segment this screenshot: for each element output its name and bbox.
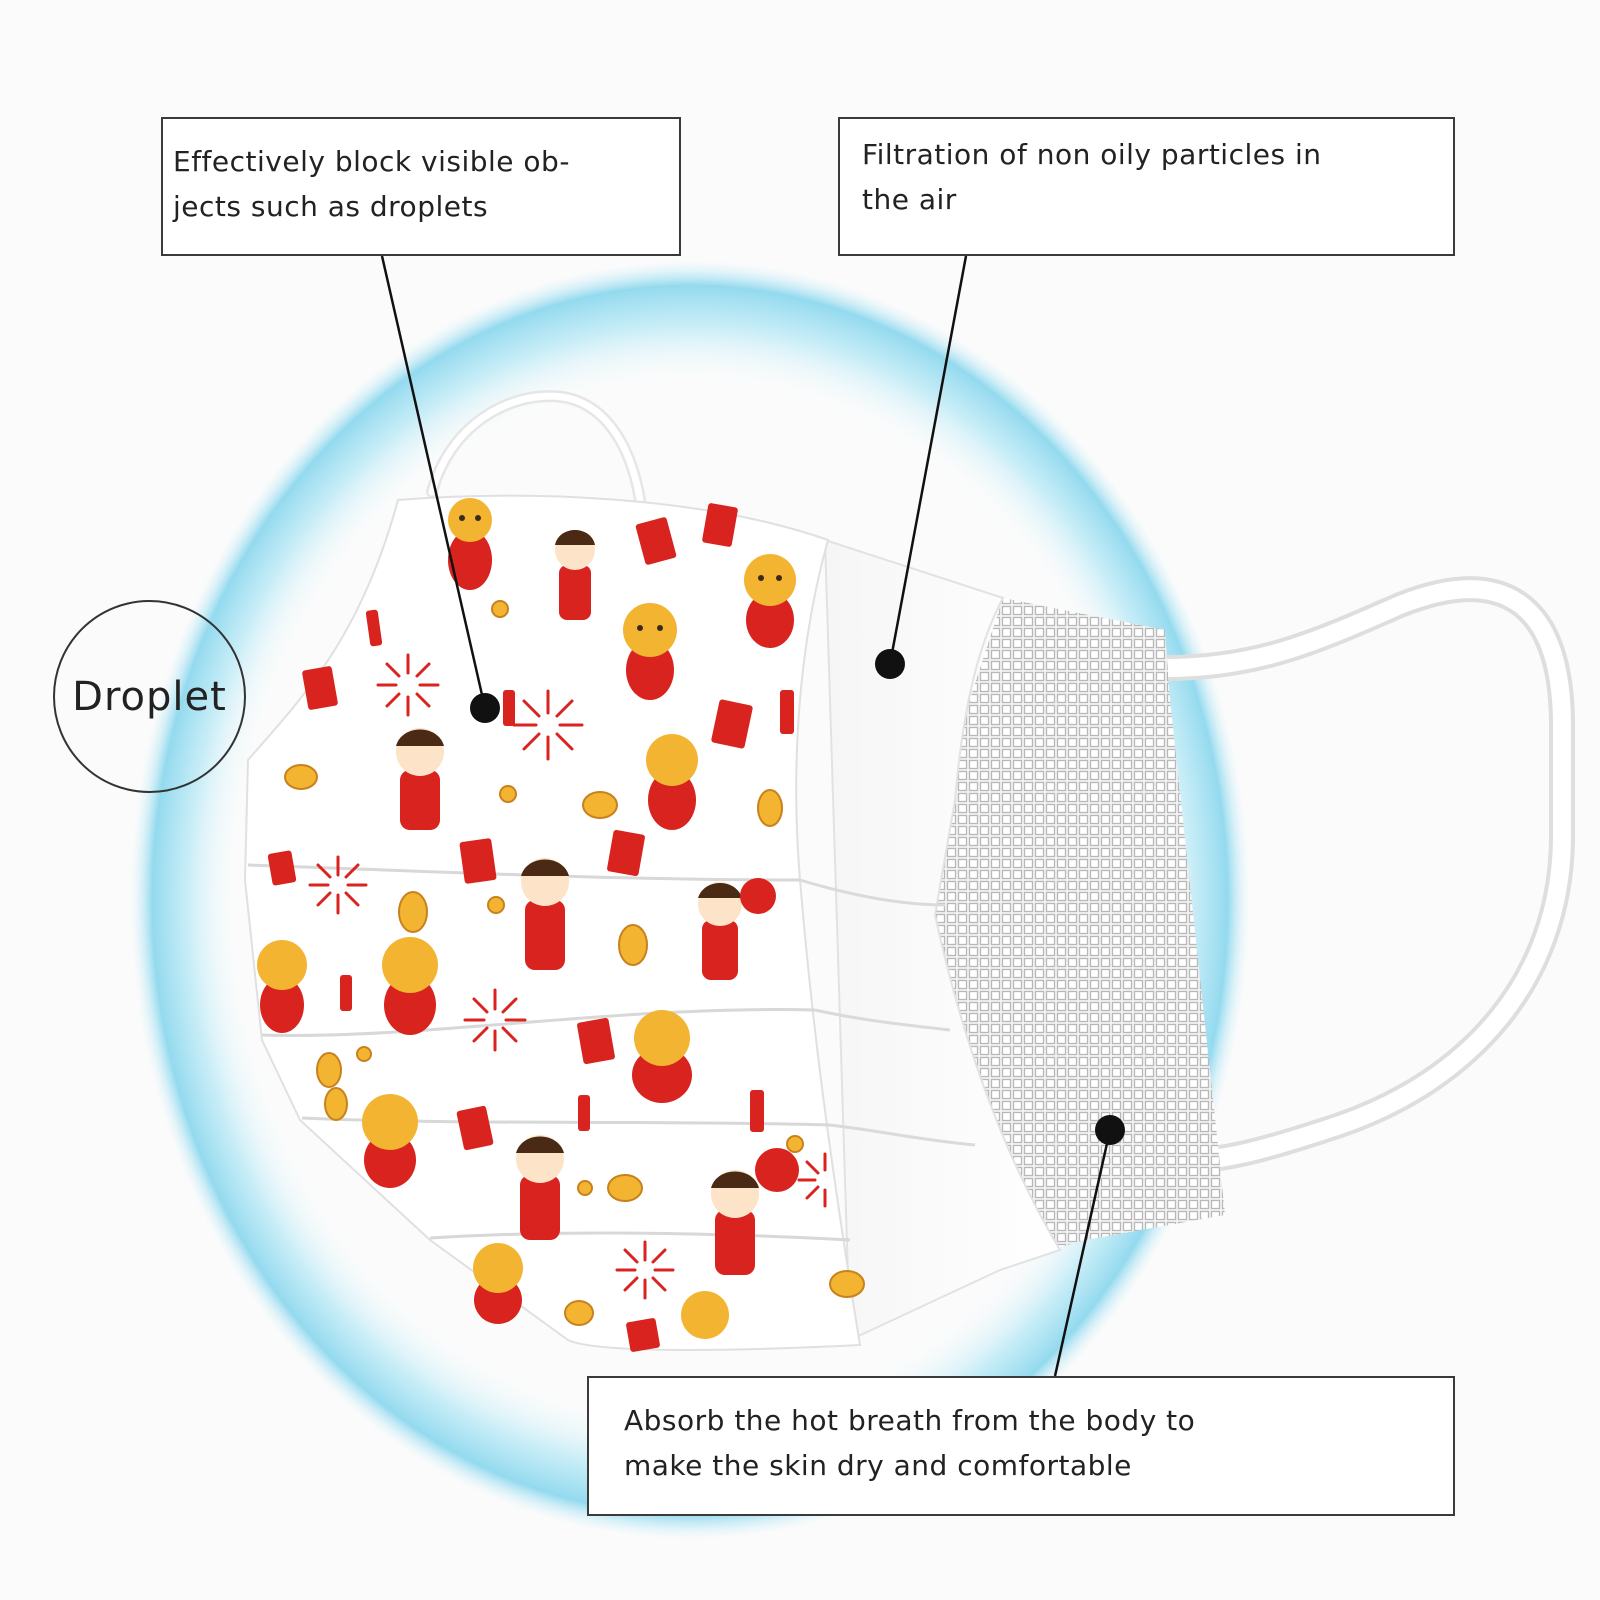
pattern-firecrackers bbox=[340, 609, 794, 1132]
pattern-cartoon-figures bbox=[257, 498, 799, 1339]
callout-block-droplets-line2: jects such as droplets bbox=[173, 190, 489, 223]
anchor-dot-middle-layer bbox=[875, 649, 905, 679]
mask-pleats bbox=[799, 878, 976, 1147]
pattern-fireworks bbox=[308, 653, 827, 1300]
callout-absorb-breath: Absorb the hot breath from the body to m… bbox=[587, 1376, 1455, 1516]
pattern-red-envelopes bbox=[267, 503, 753, 1352]
callout-absorb-breath-line1: Absorb the hot breath from the body to bbox=[624, 1404, 1196, 1437]
pattern-gold-ingots bbox=[284, 600, 865, 1326]
callout-anchor-dots bbox=[470, 649, 1125, 1145]
callout-block-droplets: Effectively block visible ob- jects such… bbox=[161, 117, 681, 256]
anchor-dot-outer-layer bbox=[470, 693, 500, 723]
callout-absorb-breath-line2: make the skin dry and comfortable bbox=[624, 1449, 1132, 1482]
droplet-label: Droplet bbox=[72, 673, 227, 720]
inner-mesh-layer bbox=[930, 598, 1225, 1250]
anchor-dot-inner-layer bbox=[1095, 1115, 1125, 1145]
middle-filter-layer bbox=[823, 538, 1062, 1342]
callout-filtration-line1: Filtration of non oily particles in bbox=[862, 138, 1322, 171]
callout-block-droplets-line1: Effectively block visible ob- bbox=[173, 145, 570, 178]
droplet-badge: Droplet bbox=[53, 600, 246, 793]
callout-filtration-line2: the air bbox=[862, 183, 957, 216]
callout-filtration: Filtration of non oily particles in the … bbox=[838, 117, 1455, 256]
callout-leader-lines bbox=[380, 255, 1112, 1377]
